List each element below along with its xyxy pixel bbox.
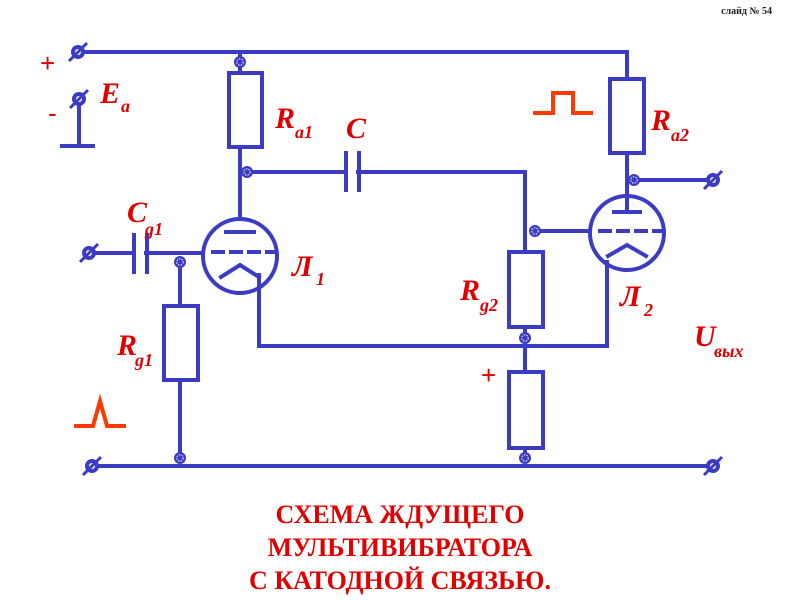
junction-node — [518, 451, 532, 465]
terminal-plus — [67, 41, 89, 63]
junction-node — [173, 451, 187, 465]
label-rg2-sub: g2 — [479, 295, 498, 315]
wires — [60, 50, 709, 468]
resistor-rg1 — [162, 304, 200, 382]
label-rg1-sub: g1 — [134, 350, 153, 370]
label-l1: Л — [290, 250, 314, 283]
title-line-1: СХЕМА ЖДУЩЕГО — [275, 500, 525, 529]
terminal-ground-left — [81, 455, 103, 477]
slide-number: слайд № 54 — [721, 6, 772, 17]
label-ea: E — [99, 77, 120, 110]
capacitor-c — [344, 151, 361, 192]
terminal-output — [702, 169, 724, 191]
junction-node — [528, 224, 542, 238]
vacuum-tube-l1 — [201, 217, 279, 295]
slide-title: СХЕМА ЖДУЩЕГО МУЛЬТИВИБРАТОРА С КАТОДНОЙ… — [0, 498, 800, 597]
terminal-input — [78, 242, 100, 264]
junction-node — [233, 55, 247, 69]
label-l2: Л — [618, 280, 642, 313]
vacuum-tube-l2 — [588, 194, 666, 272]
label-ea-sub: a — [121, 96, 130, 116]
label-uout: U — [694, 320, 717, 353]
terminal-ground-right — [702, 455, 724, 477]
junction-node — [173, 255, 187, 269]
resistor-rg2 — [507, 250, 545, 329]
title-line-2: МУЛЬТИВИБРАТОРА — [267, 533, 533, 562]
label-ra1: R — [274, 102, 295, 135]
junction-node — [518, 331, 532, 345]
label-cg1-sub: g1 — [144, 219, 163, 239]
capacitor-cg1 — [132, 233, 149, 274]
resistor-ra2 — [608, 77, 646, 155]
label-ra2-sub: a2 — [671, 125, 689, 145]
label-ra1-sub: a1 — [295, 122, 313, 142]
minus-sign: - — [48, 98, 57, 128]
plus-sign-cathode: + — [481, 360, 496, 390]
title-line-3: С КАТОДНОЙ СВЯЗЬЮ. — [249, 566, 551, 595]
junction-node — [240, 165, 254, 179]
resistor-cathode — [507, 370, 545, 450]
label-l1-sub: 1 — [316, 269, 325, 289]
terminal-minus — [68, 88, 90, 110]
output-pulse-icon — [533, 91, 593, 115]
label-c: C — [346, 112, 367, 145]
resistor-ra1 — [227, 71, 264, 149]
label-ra2: R — [650, 104, 671, 137]
trigger-pulse-icon — [74, 393, 126, 428]
label-uout-sub: вых — [714, 341, 744, 361]
label-l2-sub: 2 — [643, 300, 653, 320]
junction-node — [627, 173, 641, 187]
plus-sign: + — [40, 48, 55, 78]
label-rg2: R — [459, 274, 480, 307]
label-rg1: R — [116, 329, 137, 362]
label-cg1: C — [127, 196, 148, 229]
